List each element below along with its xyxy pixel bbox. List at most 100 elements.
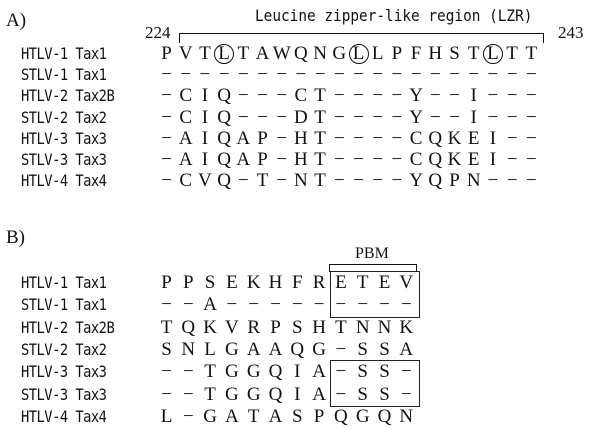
residue: A — [203, 294, 217, 316]
row-label: STLV-2 Tax2 — [21, 107, 107, 127]
residue: G — [203, 405, 217, 427]
gap-residue: − — [161, 361, 172, 383]
gap-residue: − — [487, 64, 499, 86]
gap-residue: − — [237, 170, 249, 192]
gap-residue: − — [335, 383, 347, 405]
gap-residue: − — [449, 106, 460, 128]
residue: A — [255, 43, 270, 64]
residue: D — [294, 106, 308, 128]
gap-residue: − — [276, 149, 288, 170]
residue: I — [294, 361, 301, 383]
residue: F — [292, 272, 303, 293]
gap-residue: − — [237, 64, 249, 86]
residue: Q — [217, 85, 231, 107]
residue: Q — [268, 383, 283, 405]
residue: R — [312, 272, 326, 293]
gap-residue: − — [333, 149, 345, 170]
residue: T — [506, 43, 518, 64]
residue: E — [467, 127, 480, 149]
residue: G — [246, 383, 261, 405]
residue: Q — [334, 405, 348, 427]
residue: T — [204, 383, 216, 405]
row-label: STLV-3 Tax3 — [21, 150, 107, 169]
residue: T — [199, 43, 211, 64]
gap-residue: − — [353, 149, 364, 170]
gap-residue: − — [372, 106, 384, 128]
residue: P — [183, 272, 194, 293]
gap-residue: − — [410, 64, 422, 86]
residue: Y — [409, 106, 423, 128]
gap-residue: − — [353, 106, 364, 128]
gap-residue: − — [525, 106, 537, 128]
gap-residue: − — [487, 170, 499, 192]
gap-residue: − — [391, 127, 403, 149]
residue: T — [314, 127, 326, 149]
gap-residue: − — [270, 294, 281, 316]
residue: C — [409, 149, 423, 170]
residue: T — [256, 170, 269, 192]
gap-residue: − — [506, 170, 518, 192]
residue: S — [292, 405, 303, 427]
lzr-region-title: Leucine zipper-like region (LZR) — [255, 6, 533, 25]
residue: I — [201, 106, 209, 128]
residue: H — [428, 43, 443, 64]
gap-residue: − — [199, 64, 211, 86]
residue: P — [270, 316, 281, 338]
residue: I — [201, 127, 209, 149]
gap-residue: − — [372, 170, 384, 192]
gap-residue: − — [161, 85, 172, 107]
gap-residue: − — [400, 383, 412, 405]
residue: T — [314, 170, 326, 192]
residue: A — [236, 149, 251, 170]
residue: Q — [217, 170, 231, 192]
residue: E — [226, 272, 238, 293]
residue: L — [160, 405, 173, 427]
gap-residue: − — [333, 106, 345, 128]
gap-residue: − — [525, 127, 537, 149]
gap-residue: − — [449, 85, 460, 107]
gap-residue: − — [257, 85, 268, 107]
residue: Q — [428, 170, 443, 192]
gap-residue: − — [335, 294, 347, 316]
row-label: HTLV-3 Tax3 — [21, 128, 107, 148]
pbm-box-0 — [330, 271, 420, 318]
residue: W — [272, 43, 291, 64]
pbm-box-1 — [330, 360, 420, 407]
gap-residue: − — [335, 361, 347, 383]
residue: A — [178, 127, 193, 149]
gap-residue: − — [506, 85, 518, 107]
residue: A — [312, 361, 326, 383]
residue: I — [201, 149, 209, 170]
gap-residue: − — [429, 85, 441, 107]
gap-residue: − — [276, 170, 288, 192]
residue: A — [399, 338, 414, 360]
pbm-region-title: PBM — [355, 245, 389, 262]
residue: L — [371, 43, 384, 64]
residue: A — [246, 338, 261, 360]
residue: Q — [290, 338, 305, 360]
residue: S — [379, 383, 390, 405]
gap-residue: − — [182, 294, 194, 316]
gap-residue: − — [429, 106, 441, 128]
residue: N — [313, 43, 327, 64]
residue: F — [410, 43, 422, 64]
residue: V — [399, 272, 414, 293]
residue: I — [201, 85, 209, 107]
residue: S — [449, 43, 460, 64]
gap-residue: − — [295, 64, 307, 86]
residue: N — [466, 170, 481, 192]
row-label: STLV-2 Tax2 — [21, 339, 107, 359]
residue: N — [399, 405, 414, 427]
gap-residue: − — [353, 85, 364, 107]
gap-residue: − — [161, 64, 172, 86]
residue: I — [470, 106, 477, 128]
residue: C — [409, 127, 423, 149]
gap-residue: − — [314, 64, 326, 86]
residue: Q — [428, 149, 443, 170]
gap-residue: − — [391, 64, 403, 86]
row-label: STLV-3 Tax3 — [21, 384, 107, 404]
end-position-label: 243 — [558, 23, 584, 42]
residue: H — [268, 272, 283, 293]
residue: N — [181, 338, 196, 360]
residue: H — [294, 149, 308, 170]
